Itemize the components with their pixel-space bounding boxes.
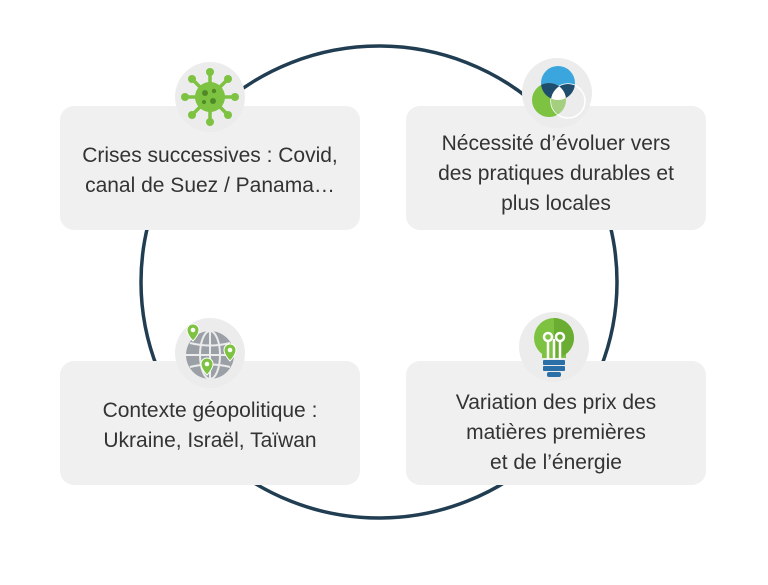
lightbulb-icon bbox=[519, 312, 589, 382]
card-text-line: Nécessité d’évoluer vers bbox=[441, 132, 671, 155]
card-text-line: matières premières bbox=[466, 421, 646, 444]
virus-icon bbox=[175, 62, 245, 132]
card-text-line: plus locales bbox=[501, 192, 611, 215]
cycle-card-prix: Variation des prix des matières première… bbox=[406, 361, 706, 485]
card-text-line: canal de Suez / Panama… bbox=[85, 174, 335, 197]
overlapping-circles-icon bbox=[522, 58, 592, 128]
card-text-line: Variation des prix des bbox=[455, 391, 657, 414]
card-text-line: Crises successives : Covid, bbox=[82, 144, 338, 167]
card-text-line: Contexte géopolitique : bbox=[102, 399, 318, 422]
globe-pins-icon bbox=[175, 318, 245, 388]
card-text-line: des pratiques durables et bbox=[438, 162, 674, 185]
card-text-line: Ukraine, Israël, Taïwan bbox=[103, 429, 317, 452]
card-text-line: et de l’énergie bbox=[490, 451, 622, 474]
